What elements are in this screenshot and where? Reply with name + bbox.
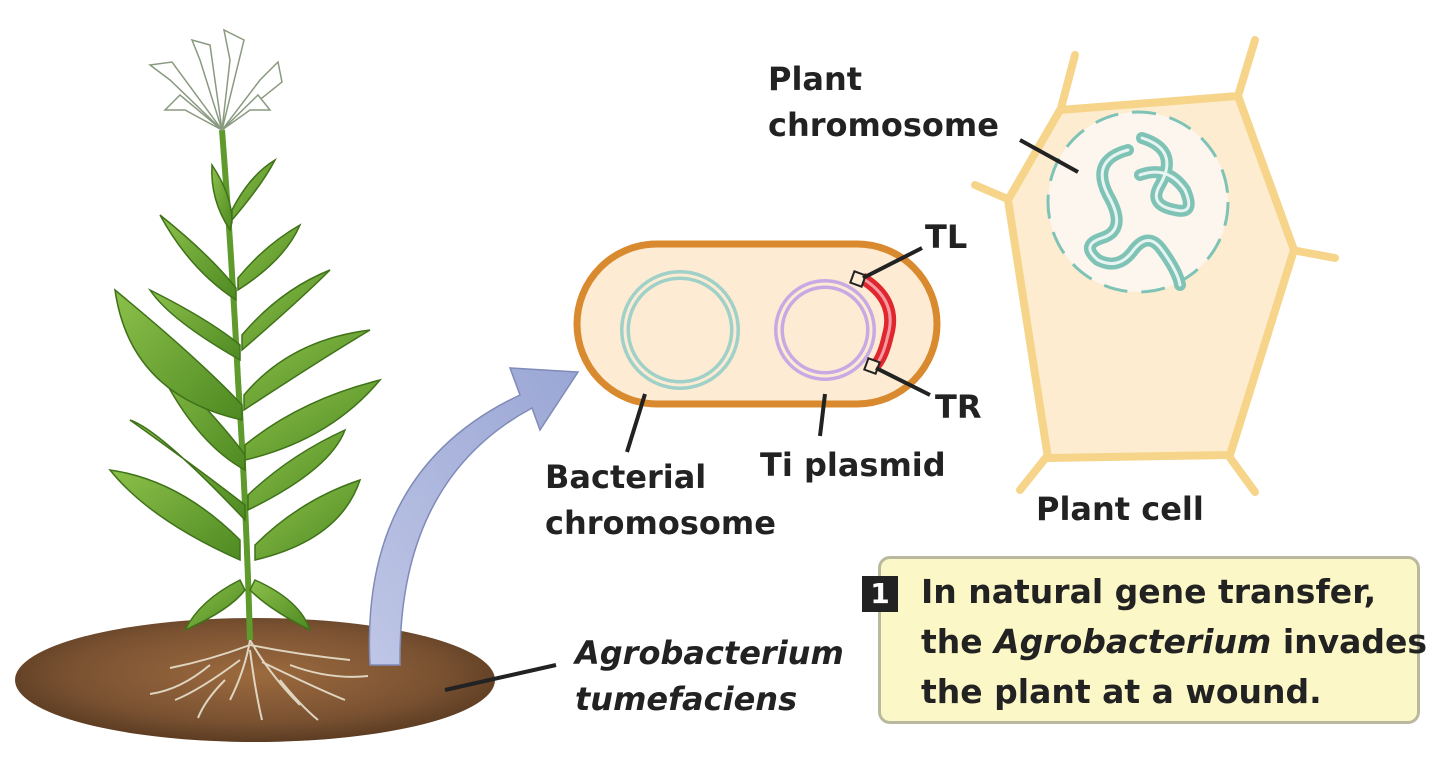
plant-roots [149,639,369,721]
leader-bacterial-chromosome [625,393,647,453]
callout-line-1: In natural gene transfer, [921,572,1377,611]
plant-flowers [148,28,283,131]
plant-leaves [108,157,383,632]
label-plant-chromosome-1: Plant [768,60,862,98]
label-bacterial-chromosome-1: Bacterial [545,458,706,496]
label-tr: TR [935,388,981,426]
callout-line-2-prefix: the [921,622,995,661]
leader-ti-plasmid [818,393,827,437]
leader-agrobacterium [444,663,557,692]
step-number-badge: 1 [862,576,898,612]
label-ti-plasmid: Ti plasmid [760,446,946,484]
leader-tl [862,246,923,280]
leader-tr [875,366,931,397]
label-plant-cell: Plant cell [1036,490,1204,528]
label-tl: TL [925,218,967,256]
step-callout: In natural gene transfer, the Agrobacter… [878,556,1427,724]
callout-line-2-suffix: invades [1271,622,1428,661]
ti-plasmid [774,279,876,381]
callout-line-2-italic: Agrobacterium [994,622,1272,661]
callout-line-3: the plant at a wound. [921,672,1322,711]
plant-cell [971,36,1339,496]
label-agrobacterium-1: Agrobacterium [572,634,844,672]
leader-plant-chromosome [1019,138,1079,174]
plant-chromosome [1084,132,1195,291]
label-bacterial-chromosome-2: chromosome [545,504,776,542]
tl-border-marker [849,270,867,288]
callout-line-2: the Agrobacterium invades [921,617,1427,667]
bacterial-chromosome [620,270,740,390]
label-plant-chromosome-2: chromosome [768,106,999,144]
label-agrobacterium-2: tumefaciens [575,680,797,718]
callout-text: In natural gene transfer, the Agrobacter… [921,567,1427,717]
leader-lines [444,138,1079,692]
tr-border-marker [863,357,881,375]
infection-arrow [368,367,580,666]
